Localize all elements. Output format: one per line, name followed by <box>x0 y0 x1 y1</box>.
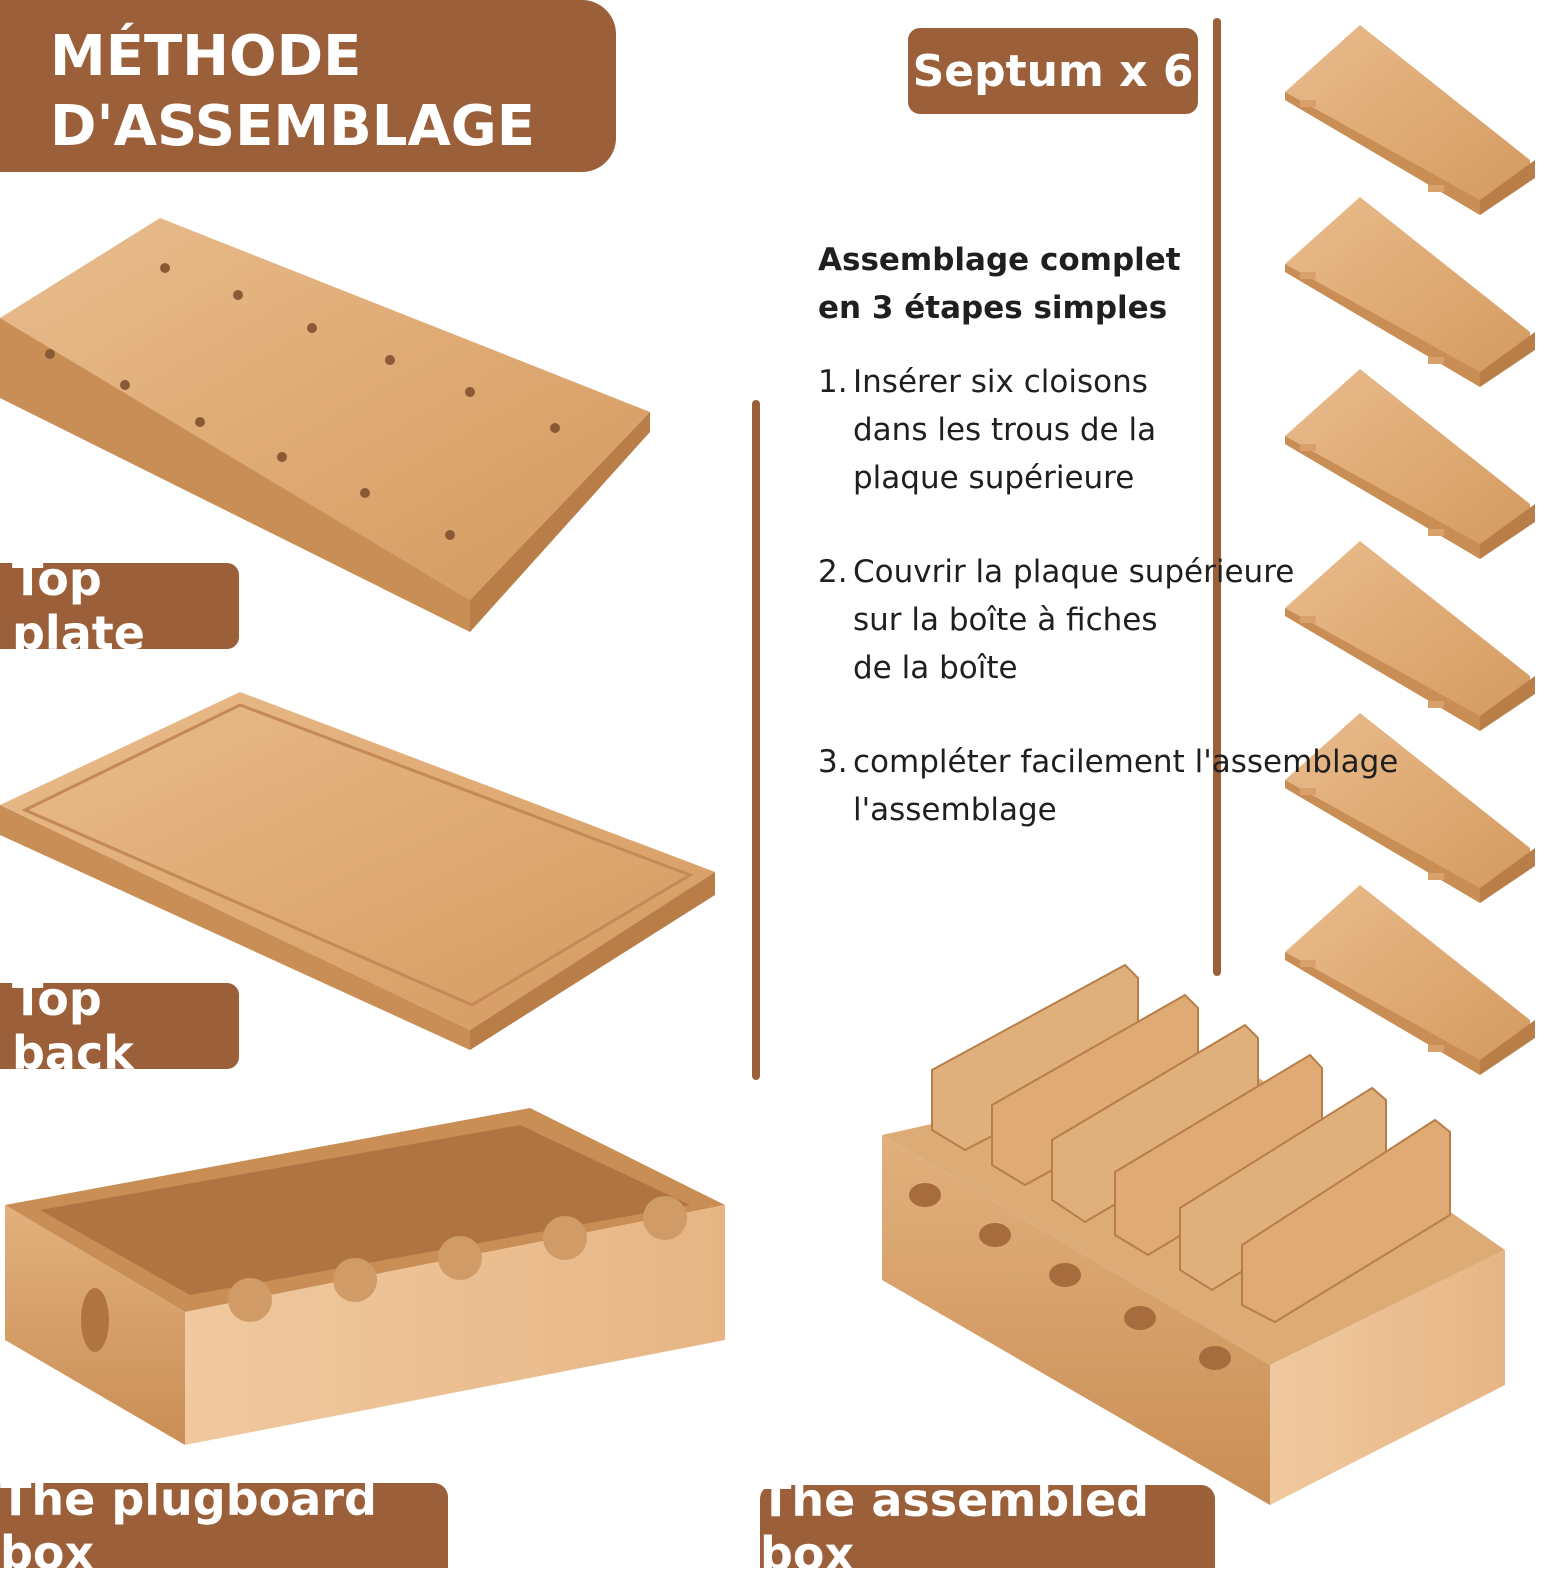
septum-label: Septum x 6 <box>908 28 1198 114</box>
step-line: Insérer six cloisons <box>853 364 1148 400</box>
page-title: MÉTHODE D'ASSEMBLAGE <box>0 0 616 172</box>
instructions: Assemblage complet en 3 étapes simples 1… <box>818 236 1418 880</box>
step-line: Couvrir la plaque supérieure <box>853 554 1295 590</box>
divider-line-right <box>1213 18 1221 976</box>
step-line: dans les trous de la <box>853 412 1157 448</box>
heading-line-2: en 3 étapes simples <box>818 290 1168 326</box>
step-number: 3. <box>818 744 848 780</box>
step-line: compléter facilement l'assemblage <box>853 744 1399 780</box>
step-line: l'assemblage <box>853 792 1057 828</box>
step-3: 3. compléter facilement l'assemblage l'a… <box>818 738 1418 834</box>
step-1: 1. Insérer six cloisons dans les trous d… <box>818 358 1418 502</box>
step-text: Couvrir la plaque supérieure sur la boît… <box>853 548 1294 692</box>
title-line-2: D'ASSEMBLAGE <box>50 94 536 159</box>
dividers <box>931 963 1451 1324</box>
step-text: Insérer six cloisons dans les trous de l… <box>853 358 1156 502</box>
step-2: 2. Couvrir la plaque supérieure sur la b… <box>818 548 1418 692</box>
top-back-label: Top back <box>0 972 239 1080</box>
step-number: 2. <box>818 554 848 590</box>
step-line: plaque supérieure <box>853 460 1135 496</box>
divider-line-center <box>752 400 760 1080</box>
top-plate-image <box>0 218 650 632</box>
step-line: de la boîte <box>853 650 1018 686</box>
title-line-1: MÉTHODE <box>50 24 362 89</box>
cable-slots <box>909 1183 1231 1370</box>
plugboard-box-image <box>5 1108 725 1445</box>
top-back-image <box>0 692 715 1050</box>
septum-pieces <box>1285 25 1535 1075</box>
cable-slots <box>228 1196 687 1322</box>
assembled-box-label: The assembled box <box>760 1473 1215 1581</box>
septum-piece <box>1285 25 1535 215</box>
step-text: compléter facilement l'assemblage l'asse… <box>853 738 1398 834</box>
instructions-heading: Assemblage complet en 3 étapes simples <box>818 236 1418 332</box>
assembled-box-image <box>882 963 1505 1505</box>
peg-holes <box>45 263 560 540</box>
septum-piece <box>1285 369 1535 559</box>
septum-piece <box>1285 197 1535 387</box>
step-number: 1. <box>818 364 848 400</box>
septum-piece <box>1285 541 1535 731</box>
heading-line-1: Assemblage complet <box>818 242 1181 278</box>
plugboard-box-label: The plugboard box <box>0 1472 448 1580</box>
septum-piece <box>1285 713 1535 903</box>
top-plate-label: Top plate <box>0 552 239 660</box>
septum-piece <box>1285 885 1535 1075</box>
step-line: sur la boîte à fiches <box>853 602 1158 638</box>
